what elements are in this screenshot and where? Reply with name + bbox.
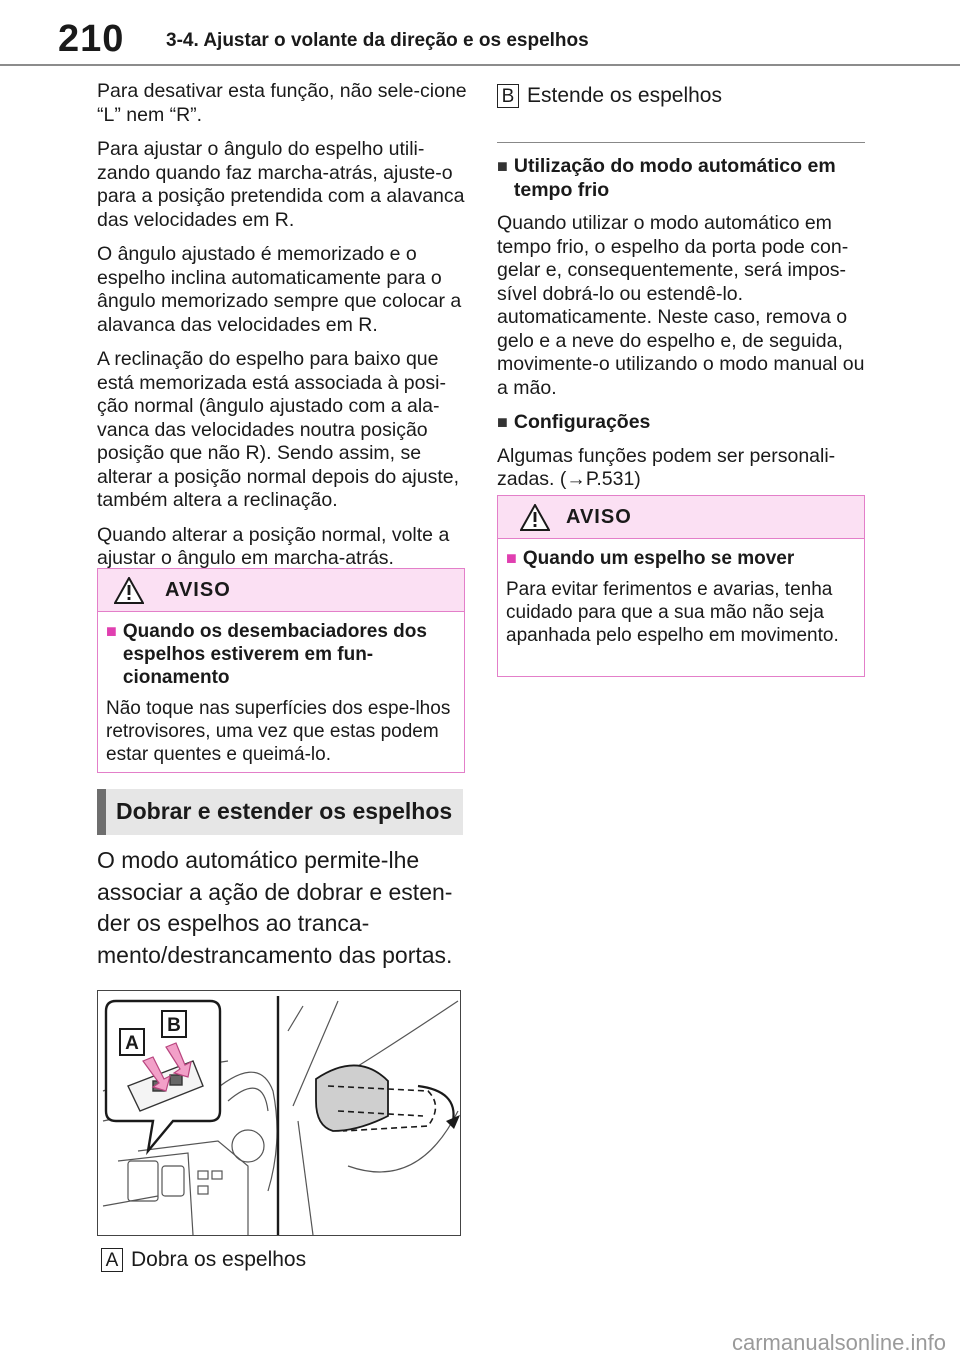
subheading-text: Configurações <box>513 411 651 433</box>
legend-text-a: Dobra os espelhos <box>131 1248 307 1271</box>
legend-item-a: A Dobra os espelhos <box>101 1248 307 1273</box>
square-bullet-icon: ■ <box>497 156 508 176</box>
illustration-drawing: A B <box>102 996 460 1235</box>
right-column-text: ■ Utilização do modo automático em tempo… <box>497 130 865 503</box>
warning-header: AVISO <box>98 569 464 612</box>
page-header: 210 3-4. Ajustar o volante da direção e … <box>0 0 960 66</box>
section-intro: O modo automático permite-lhe associar a… <box>97 847 453 968</box>
mirror-switch-illustration: A B <box>97 990 461 1236</box>
paragraph: Quando alterar a posição normal, volte a… <box>97 523 450 570</box>
warning-text: Não toque nas superfícies dos espe-lhos … <box>106 698 451 765</box>
square-bullet-icon: ■ <box>106 621 117 641</box>
subheading-cold-weather: ■ Utilização do modo automático em tempo… <box>497 155 865 202</box>
paragraph: O ângulo ajustado é memorizado e o espel… <box>97 243 462 336</box>
warning-body: ■ Quando um espelho se mover Para evitar… <box>498 539 864 657</box>
section-title: Dobrar e estender os espelhos <box>116 798 453 824</box>
subheading-settings: ■ Configurações <box>497 411 865 435</box>
warning-body: ■ Quando os desembaciadores dos espelhos… <box>98 612 464 776</box>
warning-box-mirror-moving: AVISO ■ Quando um espelho se mover Para … <box>497 495 865 677</box>
figure-label-b: B <box>167 1015 181 1036</box>
header-divider <box>0 64 960 66</box>
legend-label-b: B <box>497 84 519 109</box>
paragraph: Quando utilizar o modo automático em tem… <box>497 212 865 399</box>
legend-item-b: B Estende os espelhos <box>497 84 722 109</box>
divider <box>497 142 865 143</box>
paragraph: Para ajustar o ângulo do espelho utili-z… <box>97 138 465 231</box>
warning-subheading: ■ Quando um espelho se mover <box>506 547 854 570</box>
left-column-text: Para desativar esta função, não sele-cio… <box>97 80 467 582</box>
square-bullet-icon: ■ <box>506 548 517 568</box>
warning-title: AVISO <box>566 506 632 528</box>
square-bullet-icon: ■ <box>497 412 508 432</box>
subheading-text: Utilização do modo automático em tempo f… <box>513 155 836 201</box>
warning-header: AVISO <box>498 496 864 539</box>
paragraph: Algumas funções podem ser personali-zada… <box>497 444 836 491</box>
chapter-title: 3-4. Ajustar o volante da direção e os e… <box>166 30 589 51</box>
legend-text-b: Estende os espelhos <box>527 84 722 107</box>
figure-label-a: A <box>125 1033 139 1054</box>
warning-text: Para evitar ferimentos e avarias, tenha … <box>506 579 839 646</box>
watermark: carmanualsonline.info <box>731 1330 946 1355</box>
warning-triangle-icon <box>114 577 144 604</box>
section-heading-bar: Dobrar e estender os espelhos <box>97 789 463 835</box>
warning-box-defroster: AVISO ■ Quando os desembaciadores dos es… <box>97 568 465 773</box>
paragraph: Para desativar esta função, não sele-cio… <box>97 80 467 126</box>
warning-subheading-text: Quando os desembaciadores dos espelhos e… <box>122 621 427 688</box>
legend-label-a: A <box>101 1248 123 1273</box>
warning-title: AVISO <box>165 579 231 601</box>
warning-subheading: ■ Quando os desembaciadores dos espelhos… <box>106 620 454 689</box>
page-number: 210 <box>58 18 125 60</box>
paragraph: A reclinação do espelho para baixo que e… <box>97 348 460 511</box>
warning-triangle-icon <box>520 504 550 531</box>
warning-subheading-text: Quando um espelho se mover <box>522 548 795 569</box>
